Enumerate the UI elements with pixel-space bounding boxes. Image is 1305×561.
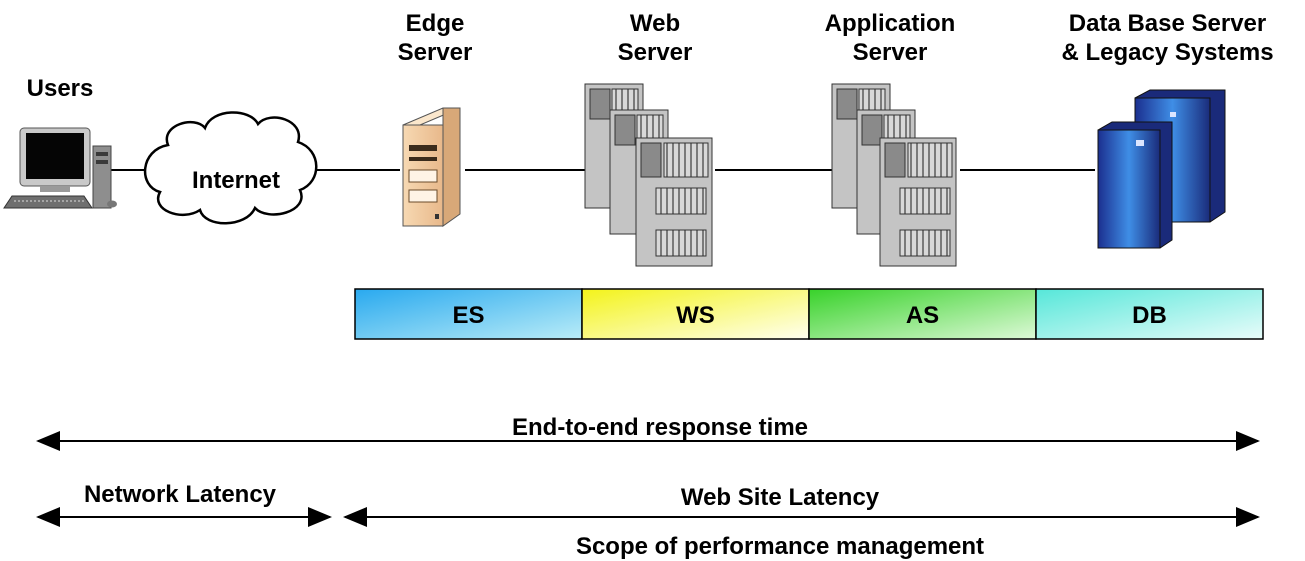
end-to-end-label: End-to-end response time	[511, 414, 809, 441]
web-server-cluster-icon	[584, 83, 713, 267]
bar-segment-db	[1035, 288, 1264, 340]
bar-segment-as	[808, 288, 1037, 340]
website-latency-label: Web Site Latency	[680, 484, 880, 511]
bar-segment-label-ws: WS	[676, 302, 715, 329]
desktop-computer-icon	[3, 127, 117, 209]
bar-segment-es	[354, 288, 583, 340]
database-mainframe-icon	[1097, 89, 1226, 249]
bar-segment-label-db: DB	[1132, 302, 1167, 329]
web-server-label: Web Server	[617, 10, 693, 66]
network-latency-label: Network Latency	[83, 481, 277, 508]
bar-segment-ws	[581, 288, 810, 340]
scope-label: Scope of performance management	[575, 533, 985, 560]
edge-server-label: Edge Server	[397, 10, 473, 66]
internet-label: Internet	[192, 167, 280, 194]
rack-unit	[635, 137, 713, 267]
database-server-label: Data Base Server & Legacy Systems	[1061, 10, 1274, 66]
internet-cloud-icon: Internet	[143, 111, 318, 225]
rack-unit	[879, 137, 957, 267]
bar-segment-label-as: AS	[906, 302, 939, 329]
edge-server-icon	[402, 107, 461, 227]
users-label: Users	[26, 75, 94, 102]
bar-segment-label-es: ES	[452, 302, 484, 329]
span-arrows	[36, 431, 1260, 527]
component-bar: ES WS AS DB	[354, 288, 1264, 340]
application-server-label: Application Server	[824, 10, 956, 66]
application-server-cluster-icon	[831, 83, 957, 267]
